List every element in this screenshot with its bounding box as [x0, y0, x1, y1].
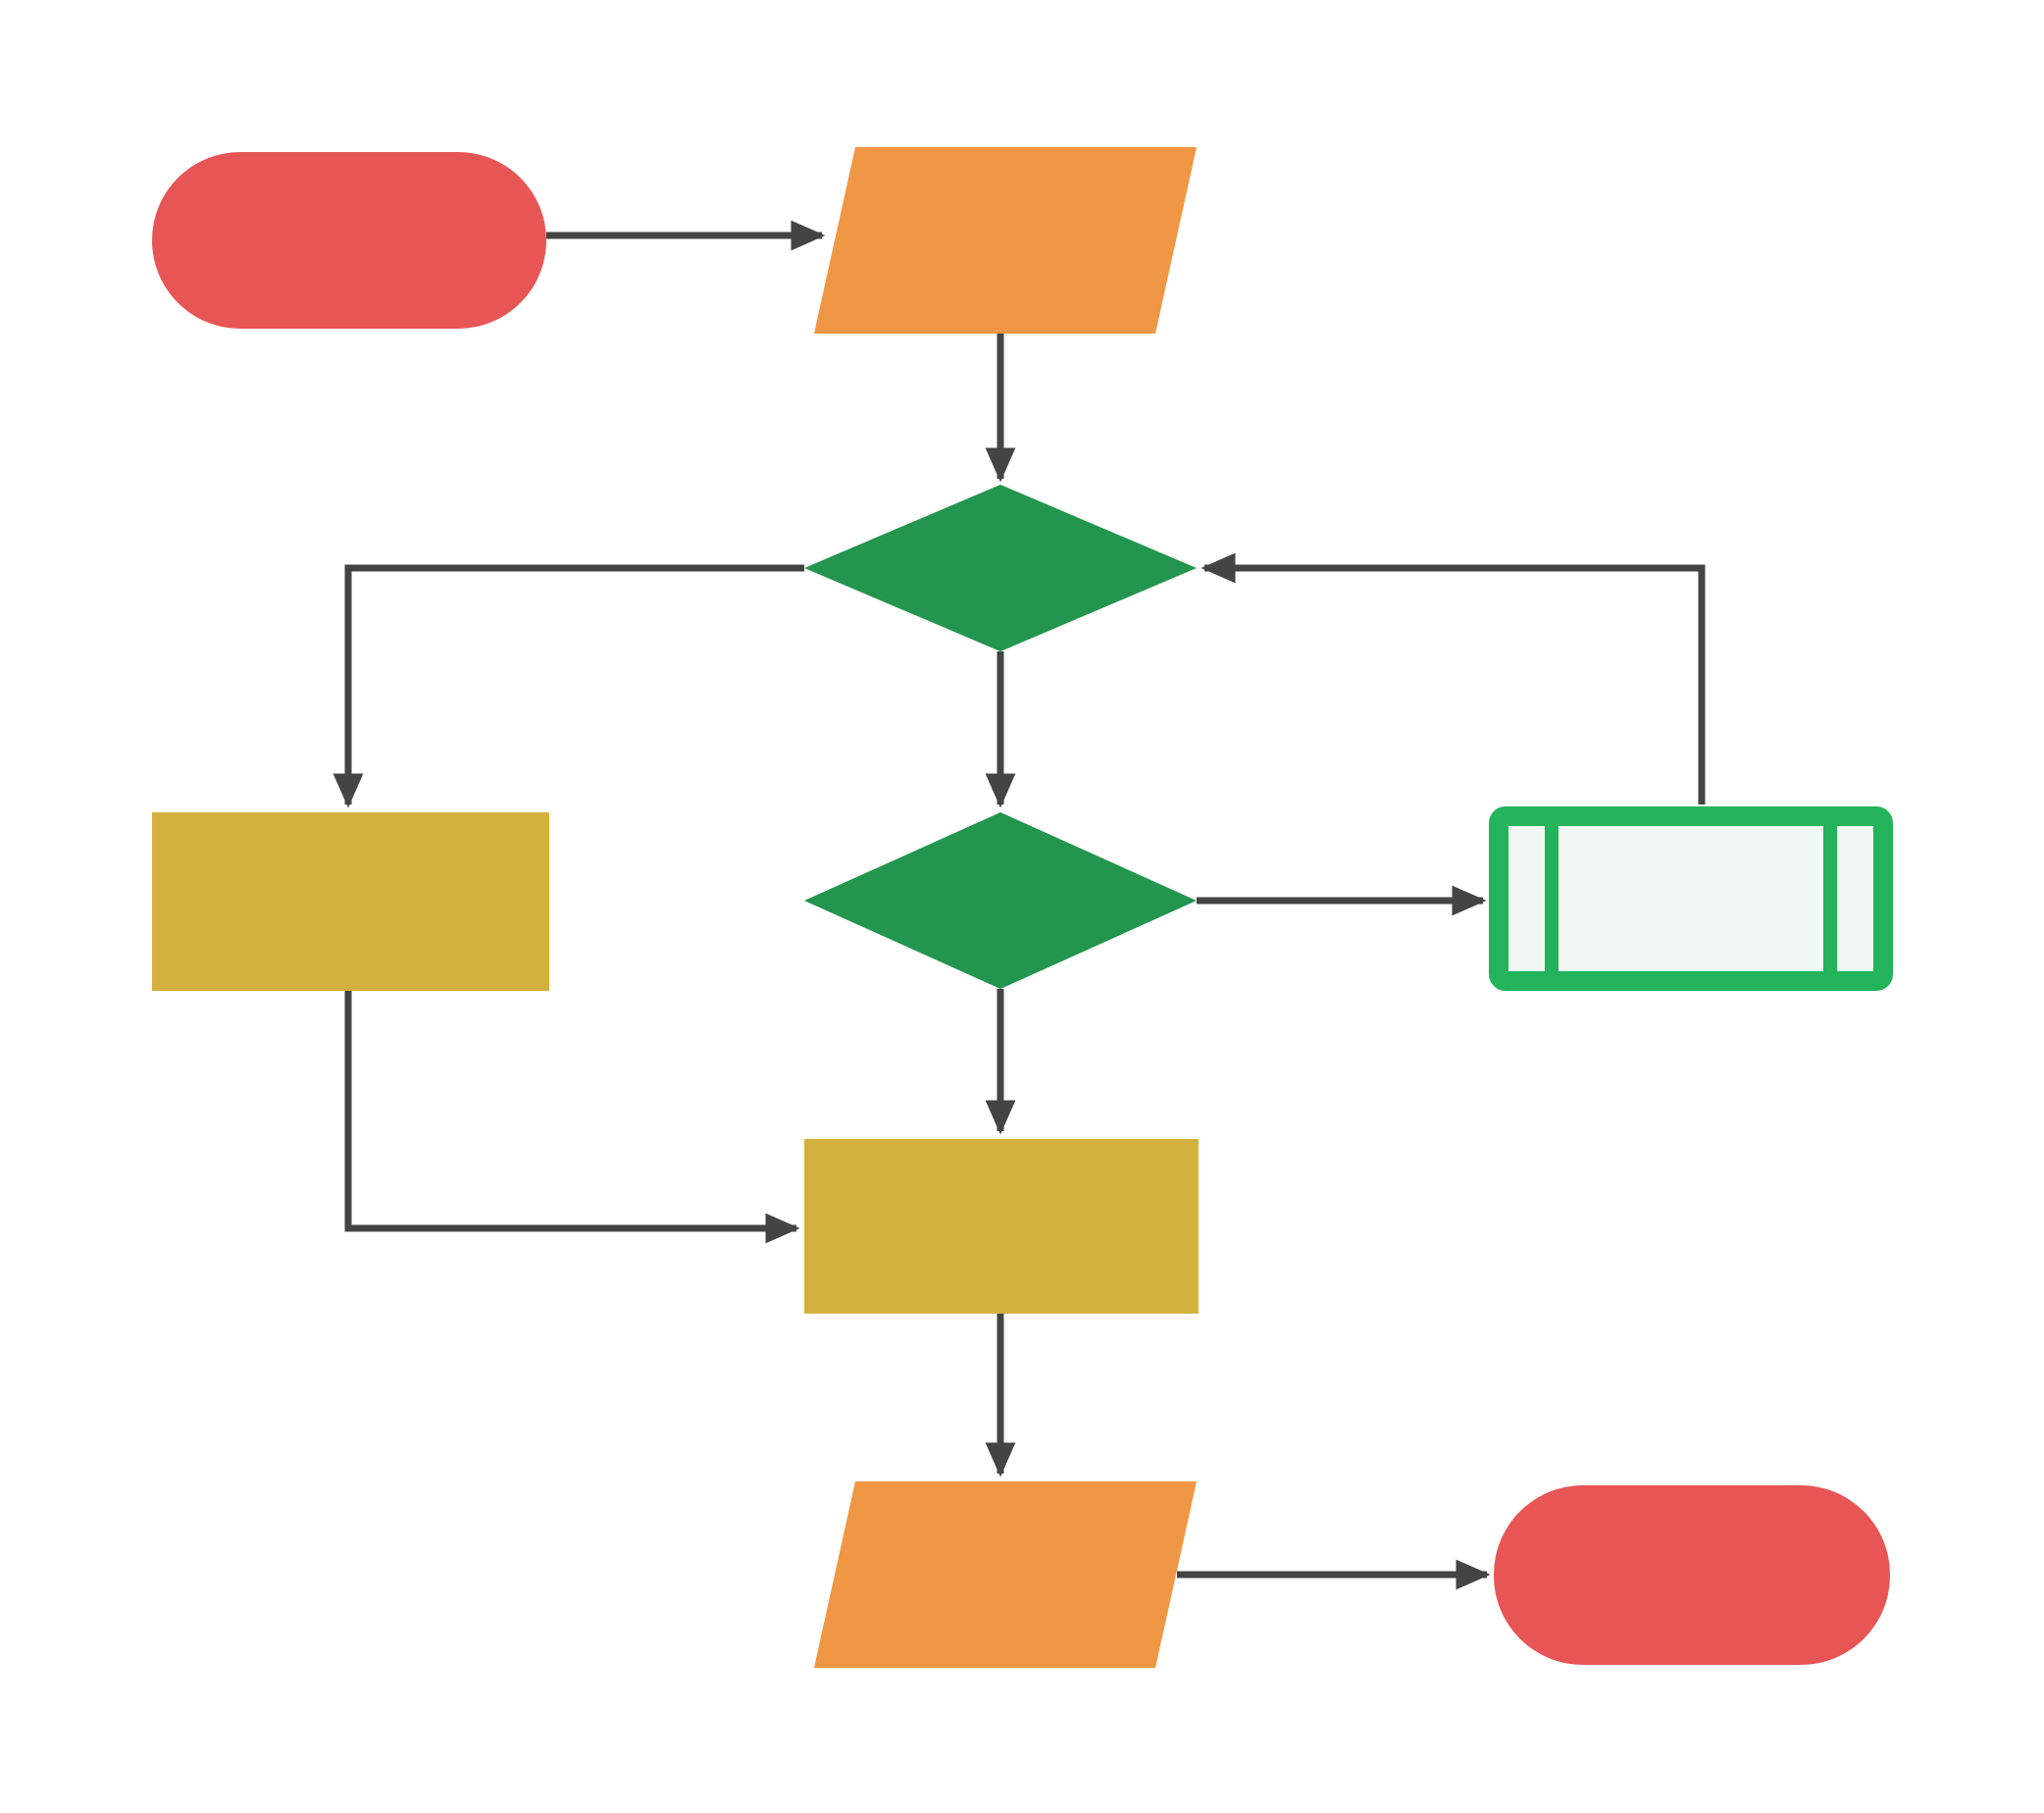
decision-diamond-1[interactable] — [804, 485, 1197, 651]
edge-decision1-to-process-left — [332, 564, 804, 808]
process-rect-bottom-shape[interactable] — [804, 1139, 1199, 1314]
nodes-layer — [152, 147, 1893, 1668]
start-terminator-shape[interactable] — [152, 152, 546, 329]
process-rect-left-shape[interactable] — [152, 812, 549, 991]
edge-process-left-to-process — [344, 991, 800, 1244]
decision-diamond-2[interactable] — [804, 812, 1197, 989]
end-terminator[interactable] — [1494, 1485, 1890, 1665]
edges-layer — [332, 220, 1706, 1590]
decision-diamond-1-shape[interactable] — [804, 485, 1197, 651]
process-rect-bottom[interactable] — [804, 1139, 1199, 1314]
process-rect-left[interactable] — [152, 812, 549, 991]
edge-subroutine-to-decision1 — [1201, 552, 1706, 804]
input-parallelogram[interactable] — [814, 147, 1197, 334]
subroutine-box-shape[interactable] — [1489, 806, 1893, 991]
end-terminator-shape[interactable] — [1494, 1485, 1890, 1665]
start-terminator[interactable] — [152, 152, 546, 329]
decision-diamond-2-shape[interactable] — [804, 812, 1197, 989]
subroutine-box[interactable] — [1489, 806, 1893, 991]
output-parallelogram-shape[interactable] — [814, 1481, 1197, 1668]
output-parallelogram[interactable] — [814, 1481, 1197, 1668]
input-parallelogram-shape[interactable] — [814, 147, 1197, 334]
